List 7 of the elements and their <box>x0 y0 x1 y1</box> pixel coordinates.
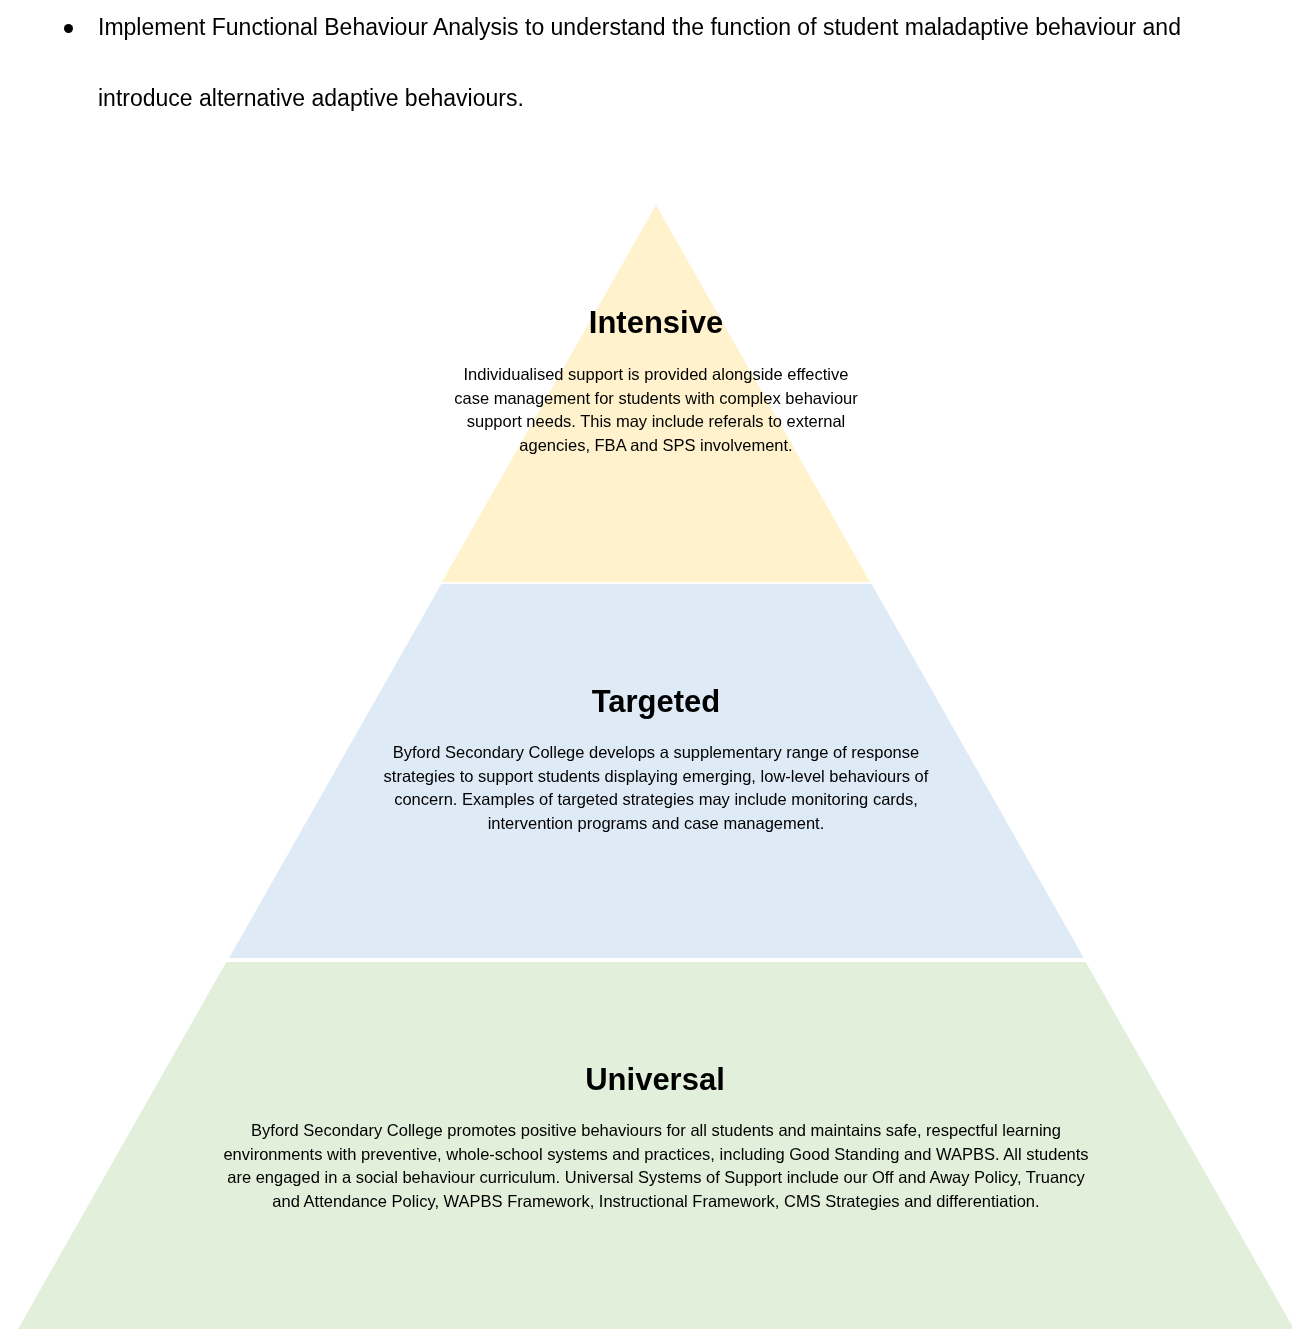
tier-heading: Universal <box>584 1062 726 1098</box>
bullet-text: Implement Functional Behaviour Analysis to understand the function of student maladaptive behaviour and introduce alternative adaptive behaviours. <box>98 13 1182 113</box>
tier-description: Individualised support is provided alongside effective case management for students with complex behaviour support needs. This may include referals to external agencies, FBA and SPS involvement. <box>453 364 859 456</box>
tier-heading: Targeted <box>590 684 722 720</box>
tier-description: Byford Secondary College develops a supplementary range of response strategies to support students displaying emerging, low-level behaviours of concern. Examples of targeted strategies may include monitoring cards, intervention programs and case management. <box>382 742 930 834</box>
tier-description: Byford Secondary College promotes positive behaviours for all students and maintains safe, respectful learning environments with preventive, whole-school systems and practices, including Good Standing and WAPBS. All students are engaged in a social behaviour curriculum. Universal Systems of Support include our Off and Away Policy, Truancy and Attendance Policy, WAPBS Framework, Instructional Framework, CMS Strategies and differentiation. <box>222 1120 1090 1212</box>
tier-heading: Intensive <box>587 305 725 341</box>
